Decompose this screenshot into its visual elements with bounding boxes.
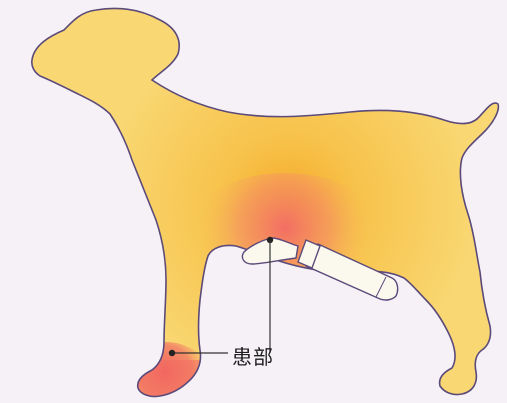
- affected-area-label: 患部: [232, 341, 274, 370]
